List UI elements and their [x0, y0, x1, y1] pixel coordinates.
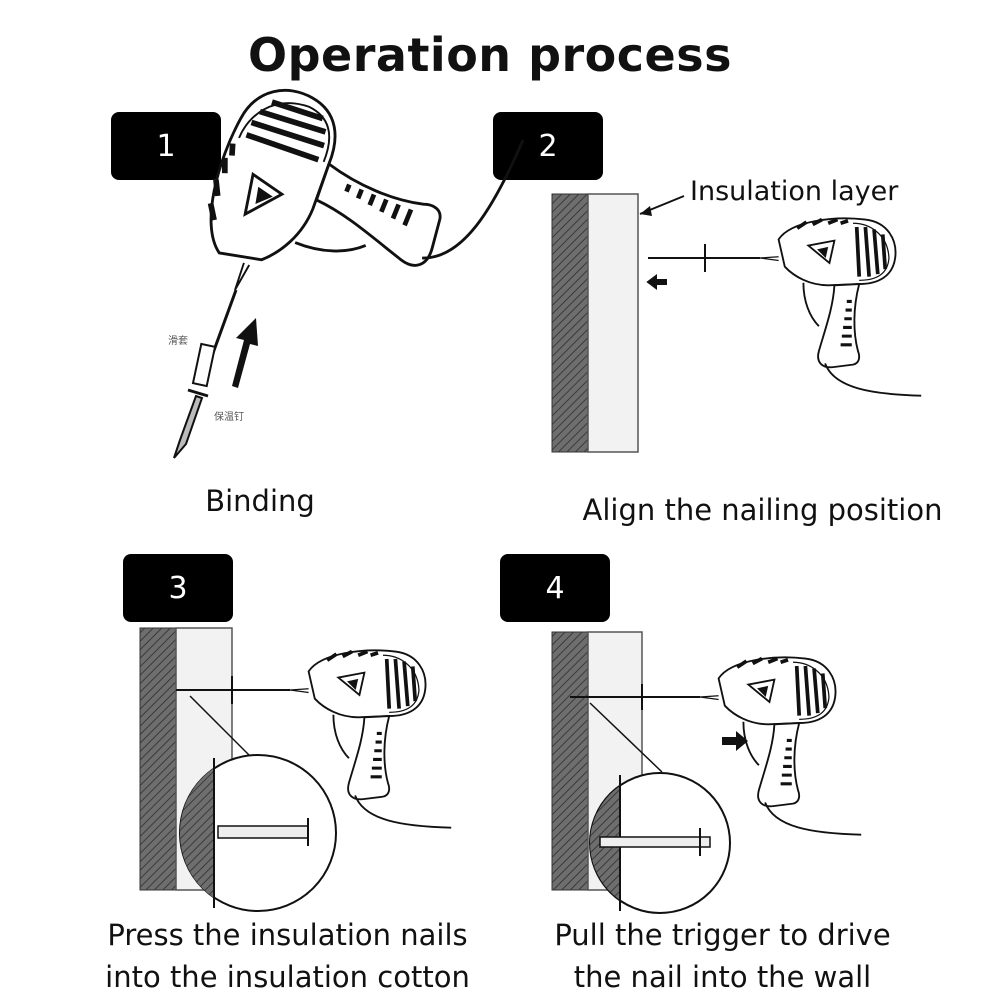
step-3-caption-line1: Press the insulation nails [107, 918, 468, 952]
step-1-caption: Binding [205, 484, 315, 518]
step-4-caption-line1: Pull the trigger to drive [554, 918, 891, 952]
step-1-illustration: 滑套 保温钉 [168, 38, 523, 459]
insulation-layer [587, 193, 639, 453]
insulation-nail [173, 394, 204, 459]
step-2-caption: Align the nailing position [582, 493, 943, 527]
step-4-illustration [551, 631, 864, 914]
insulation-layer-label: Insulation layer [690, 176, 899, 207]
left-arrow-icon [646, 274, 667, 290]
step-1-badge: 1 [111, 112, 221, 180]
right-arrow-icon [722, 731, 748, 751]
wall [139, 627, 177, 891]
step-2-illustration [551, 193, 924, 453]
step-4-caption-line2: the nail into the wall [573, 960, 872, 994]
page-title: Operation process [247, 28, 733, 82]
wall [551, 193, 589, 453]
wall [551, 631, 589, 891]
step-3-caption-line2: into the insulation cotton [105, 960, 470, 994]
up-arrow-icon [232, 318, 258, 388]
sleeve-label: 滑套 [168, 334, 188, 347]
step-3-badge: 3 [123, 554, 233, 622]
step-4-badge: 4 [500, 554, 610, 622]
nail-label: 保温钉 [214, 410, 244, 423]
step-3-illustration [139, 627, 454, 912]
